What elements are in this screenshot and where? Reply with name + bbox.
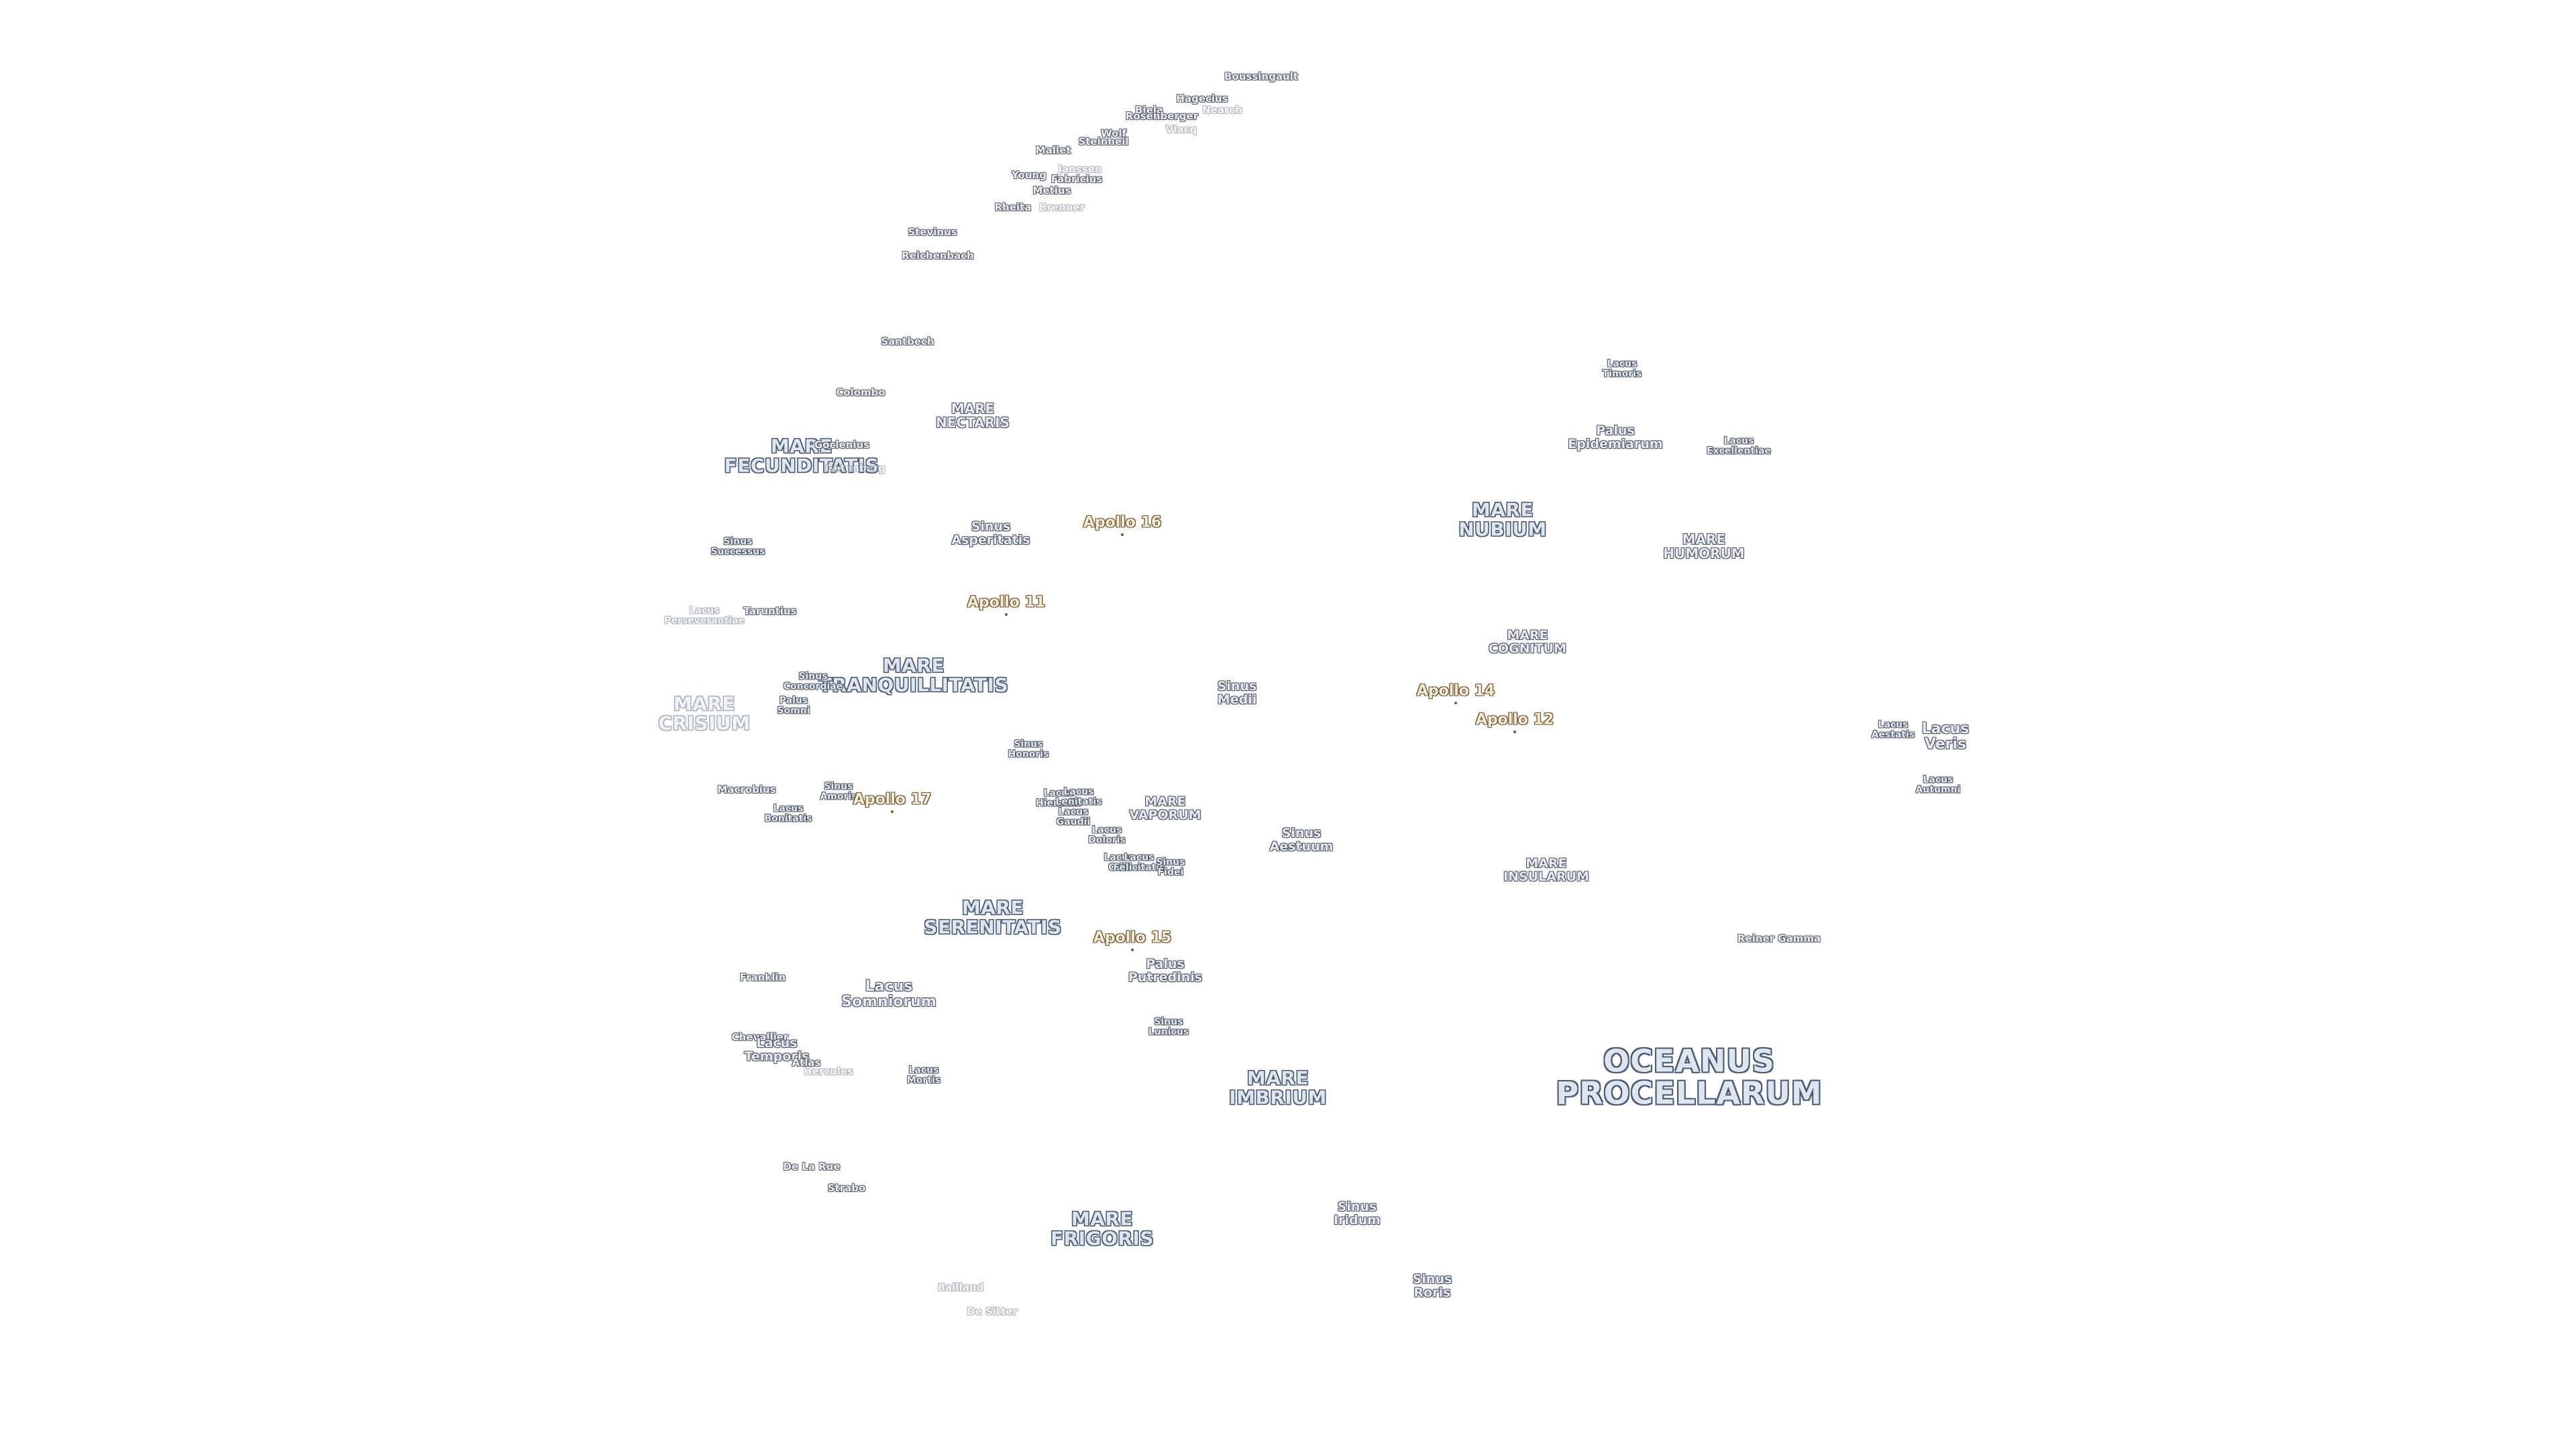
feature-label-atlas: Atlas <box>792 1057 821 1069</box>
feature-label-mare-cognitum: MARE COGNITUM <box>1489 628 1566 656</box>
feature-label-wolf: Wolf <box>1101 127 1126 140</box>
feature-label-palus-putredinis: Palus Putredinis <box>1128 957 1203 985</box>
feature-label-sinus-iridum: Sinus Iridum <box>1334 1199 1381 1228</box>
feature-label-metius: Metius <box>1032 184 1071 197</box>
feature-label-lacus-timoris: Lacus Timoris <box>1602 358 1642 379</box>
feature-label-sinus-fidei: Sinus Fidei <box>1156 857 1185 877</box>
feature-label-biela: Biela <box>1134 104 1164 117</box>
feature-label-franklin: Franklin <box>739 971 786 984</box>
feature-label-hercules: Hercules <box>804 1065 853 1078</box>
feature-label-lacus-temporis: Lacus Temporis <box>744 1036 810 1064</box>
feature-label-mallet: Mallet <box>1035 144 1071 157</box>
feature-label-lacus-doloris: Lacus Doloris <box>1088 824 1126 845</box>
feature-label-fabricius: Fabricius <box>1051 173 1103 186</box>
feature-label-stevinus: Stevinus <box>908 226 957 239</box>
feature-label-young: Young <box>1012 169 1046 182</box>
feature-label-lacus-bonitatis: Lacus Bonitatis <box>764 803 812 824</box>
feature-label-mare-imbrium: MARE IMBRIUM <box>1229 1067 1327 1109</box>
feature-label-lacus-perseverantiae: Lacus Perseverantiae <box>664 605 745 626</box>
landing-site-marker <box>1005 613 1008 616</box>
feature-label-reichenbach: Reichenbach <box>902 250 974 262</box>
landing-site-marker <box>1513 731 1516 733</box>
feature-label-sinus-honoris: Sinus Honoris <box>1008 739 1049 759</box>
feature-label-rheita: Rheita <box>994 201 1032 214</box>
feature-label-lacus-veris: Lacus Veris <box>1921 720 1970 753</box>
feature-label-taruntius: Taruntius <box>743 605 797 618</box>
feature-label-mare-crisium: MARE CRISIUM <box>658 692 751 735</box>
feature-label-baillaud: Baillaud <box>937 1281 984 1294</box>
feature-label-palus-somni: Palus Somni <box>777 695 810 716</box>
feature-label-apollo-12: Apollo 12 <box>1475 711 1554 729</box>
feature-label-gutenberg: Gutenberg <box>824 462 886 475</box>
feature-label-reiner-gamma: Reiner Gamma <box>1737 932 1821 945</box>
feature-label-sinus-roris: Sinus Roris <box>1412 1272 1452 1300</box>
feature-label-sinus-asperitatis: Sinus Asperitatis <box>951 519 1030 547</box>
feature-label-mare-fecunditatis: MARE FECUNDITATIS <box>724 435 879 477</box>
feature-label-lacus-odii: Lacus Odii <box>1104 852 1134 873</box>
feature-label-mare-serenitatis: MARE SERENITATIS <box>924 896 1062 938</box>
feature-label-lacus-felicitatis: Lacus Felicitatis <box>1113 852 1165 873</box>
feature-label-sinus-aestuum: Sinus Aestuum <box>1269 826 1334 854</box>
feature-label-de-sitter: De Sitter <box>967 1305 1018 1318</box>
feature-label-oceanus-procellarum: OCEANUS PROCELLARUM <box>1556 1042 1823 1112</box>
feature-label-santbech: Santbech <box>881 335 934 348</box>
feature-label-lacus-somniorum: Lacus Somniorum <box>841 977 936 1010</box>
feature-label-goclenius: Goclenius <box>814 439 870 451</box>
landing-site-marker <box>891 810 894 813</box>
feature-label-janssen: Janssen <box>1058 163 1102 176</box>
feature-label-lacus-lenitatis: Lacus Lenitatis <box>1055 786 1102 807</box>
feature-label-mare-insularum: MARE INSULARUM <box>1503 856 1589 884</box>
feature-label-boussingault: Boussingault <box>1224 70 1298 83</box>
feature-label-lacus-autumni: Lacus Autumni <box>1915 774 1961 795</box>
feature-label-apollo-17: Apollo 17 <box>853 791 932 808</box>
landing-site-marker <box>1121 533 1124 536</box>
feature-label-apollo-16: Apollo 16 <box>1083 514 1162 531</box>
feature-label-mare-nubium: MARE NUBIUM <box>1458 498 1547 541</box>
feature-label-steinheil: Steinheil <box>1078 136 1129 148</box>
feature-label-palus-epidemiarum: Palus Epidemiarum <box>1568 423 1663 451</box>
feature-label-lacus-gaudii: Lacus Gaudii <box>1056 806 1091 827</box>
feature-label-colombo: Colombo <box>836 386 885 399</box>
feature-label-lacus-excellentiae: Lacus Excellentiae <box>1707 435 1771 456</box>
feature-label-rosenberger: Rosenberger <box>1125 110 1199 123</box>
feature-label-sinus-successus: Sinus Successus <box>710 536 765 557</box>
feature-label-lacus-hiemalis: Lacus Hiemalis <box>1036 788 1081 808</box>
feature-label-sinus-concordiae: Sinus Concordiae <box>783 671 843 692</box>
feature-label-chevallier: Chevallier <box>731 1031 789 1044</box>
landing-site-marker <box>1454 702 1457 704</box>
feature-label-nearch: Nearch <box>1202 104 1242 117</box>
feature-label-vlacq: Vlacq <box>1165 123 1197 136</box>
feature-label-apollo-14: Apollo 14 <box>1416 682 1495 700</box>
feature-label-hagecius: Hagecius <box>1176 93 1228 105</box>
feature-label-lacus-mortis: Lacus Mortis <box>906 1065 941 1085</box>
feature-label-apollo-15: Apollo 15 <box>1093 929 1172 947</box>
feature-label-mare-frigoris: MARE FRIGORIS <box>1050 1208 1155 1250</box>
feature-label-sinus-amoris: Sinus Amoris <box>820 781 857 802</box>
feature-label-lacus-aestatis: Lacus Aestatis <box>1871 719 1915 740</box>
feature-label-apollo-11: Apollo 11 <box>967 594 1046 611</box>
feature-label-sinus-lunicus: Sinus Lunicus <box>1148 1016 1189 1037</box>
feature-label-macrobius: Macrobius <box>717 784 776 796</box>
feature-label-strabo: Strabo <box>827 1182 866 1195</box>
feature-label-mare-tranquillitatis: MARE TRANQUILLITATIS <box>818 654 1009 696</box>
feature-label-mare-nectaris: MARE NECTARIS <box>936 400 1010 431</box>
feature-label-de-la-rue: De La Rue <box>783 1161 841 1173</box>
feature-label-mare-humorum: MARE HUMORUM <box>1663 531 1745 561</box>
feature-label-mare-vaporum: MARE VAPORUM <box>1129 794 1201 822</box>
landing-site-marker <box>1131 949 1134 951</box>
feature-label-sinus-medii: Sinus Medii <box>1217 679 1257 707</box>
feature-label-brenner: Brenner <box>1039 201 1085 214</box>
